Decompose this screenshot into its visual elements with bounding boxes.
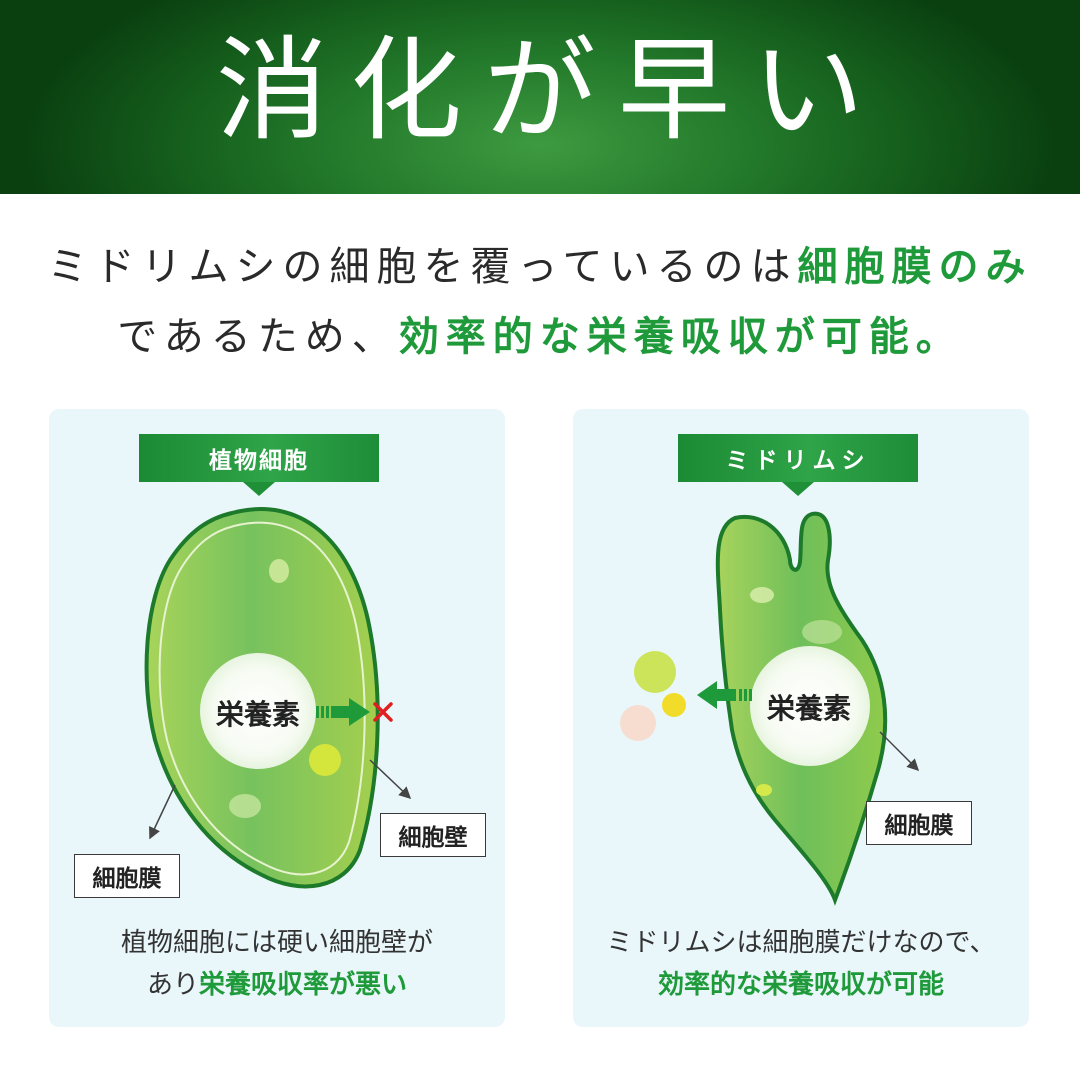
intro-line-1: ミドリムシの細胞を覆っているのは細胞膜のみ <box>0 232 1080 302</box>
cell-wall-label: 細胞壁 <box>380 813 486 857</box>
nutrient-particle <box>634 651 676 693</box>
cell-membrane-pointer <box>149 784 176 840</box>
intro-line-2-plain: であるため、 <box>117 314 399 360</box>
intro-line-2: であるため、効率的な栄養吸収が可能。 <box>0 302 1080 372</box>
nutrient-arrow-blocked <box>316 698 370 726</box>
intro-line-1-plain: ミドリムシの細胞を覆っているのは <box>47 244 798 290</box>
euglena-cell <box>620 511 920 906</box>
cell-wall-pointer <box>369 759 412 800</box>
plant-cell-nucleus <box>200 653 316 769</box>
header-banner: 消化が早い <box>0 0 1080 194</box>
euglena-nucleus <box>750 646 870 766</box>
euglena-organelle <box>802 620 842 644</box>
intro-line-2-highlight: 効率的な栄養吸収が可能。 <box>398 313 963 360</box>
euglena-membrane-pointer <box>879 731 920 772</box>
euglena-nutrient-label: 栄養素 <box>766 692 851 725</box>
plant-cell-nutrient-particle <box>309 744 341 776</box>
euglena-caption-line-1: ミドリムシは細胞膜だけなので、 <box>606 928 996 958</box>
plant-cell-organelle <box>269 559 289 583</box>
euglena-organelle <box>756 784 772 796</box>
nutrient-particle <box>662 693 686 717</box>
plant-caption-line-2: あり栄養吸収率が悪い <box>49 964 505 1006</box>
intro-line-1-highlight: 細胞膜のみ <box>797 243 1033 290</box>
plant-cell-organelle <box>229 794 261 818</box>
plant-membrane-label: 細胞膜 <box>74 854 180 898</box>
euglena-membrane-label: 細胞膜 <box>866 801 972 845</box>
plant-caption-line-1: 植物細胞には硬い細胞壁が <box>120 928 433 958</box>
plant-nutrient-label: 栄養素 <box>215 698 300 731</box>
page-title: 消化が早い <box>216 26 886 156</box>
plant-cell <box>144 507 412 889</box>
plant-cell-caption: 植物細胞には硬い細胞壁が あり栄養吸収率が悪い <box>49 922 505 1006</box>
blocked-x-icon <box>373 702 393 722</box>
plant-caption-line-2-highlight: 栄養吸収率が悪い <box>199 970 408 1000</box>
nutrient-particle <box>620 705 656 741</box>
plant-cell-title: 植物細胞 <box>139 434 379 496</box>
intro-text: ミドリムシの細胞を覆っているのは細胞膜のみ であるため、効率的な栄養吸収が可能。 <box>0 232 1080 372</box>
euglena-organelle <box>750 587 774 603</box>
euglena-caption-line-2: 効率的な栄養吸収が可能 <box>657 970 944 1000</box>
euglena-caption: ミドリムシは細胞膜だけなので、 効率的な栄養吸収が可能 <box>573 922 1029 1006</box>
nutrient-arrow-absorbed <box>697 681 752 709</box>
plant-caption-line-2-plain: あり <box>146 970 199 1000</box>
plant-cell-membrane <box>158 521 366 876</box>
euglena-title: ミドリムシ <box>678 434 918 496</box>
